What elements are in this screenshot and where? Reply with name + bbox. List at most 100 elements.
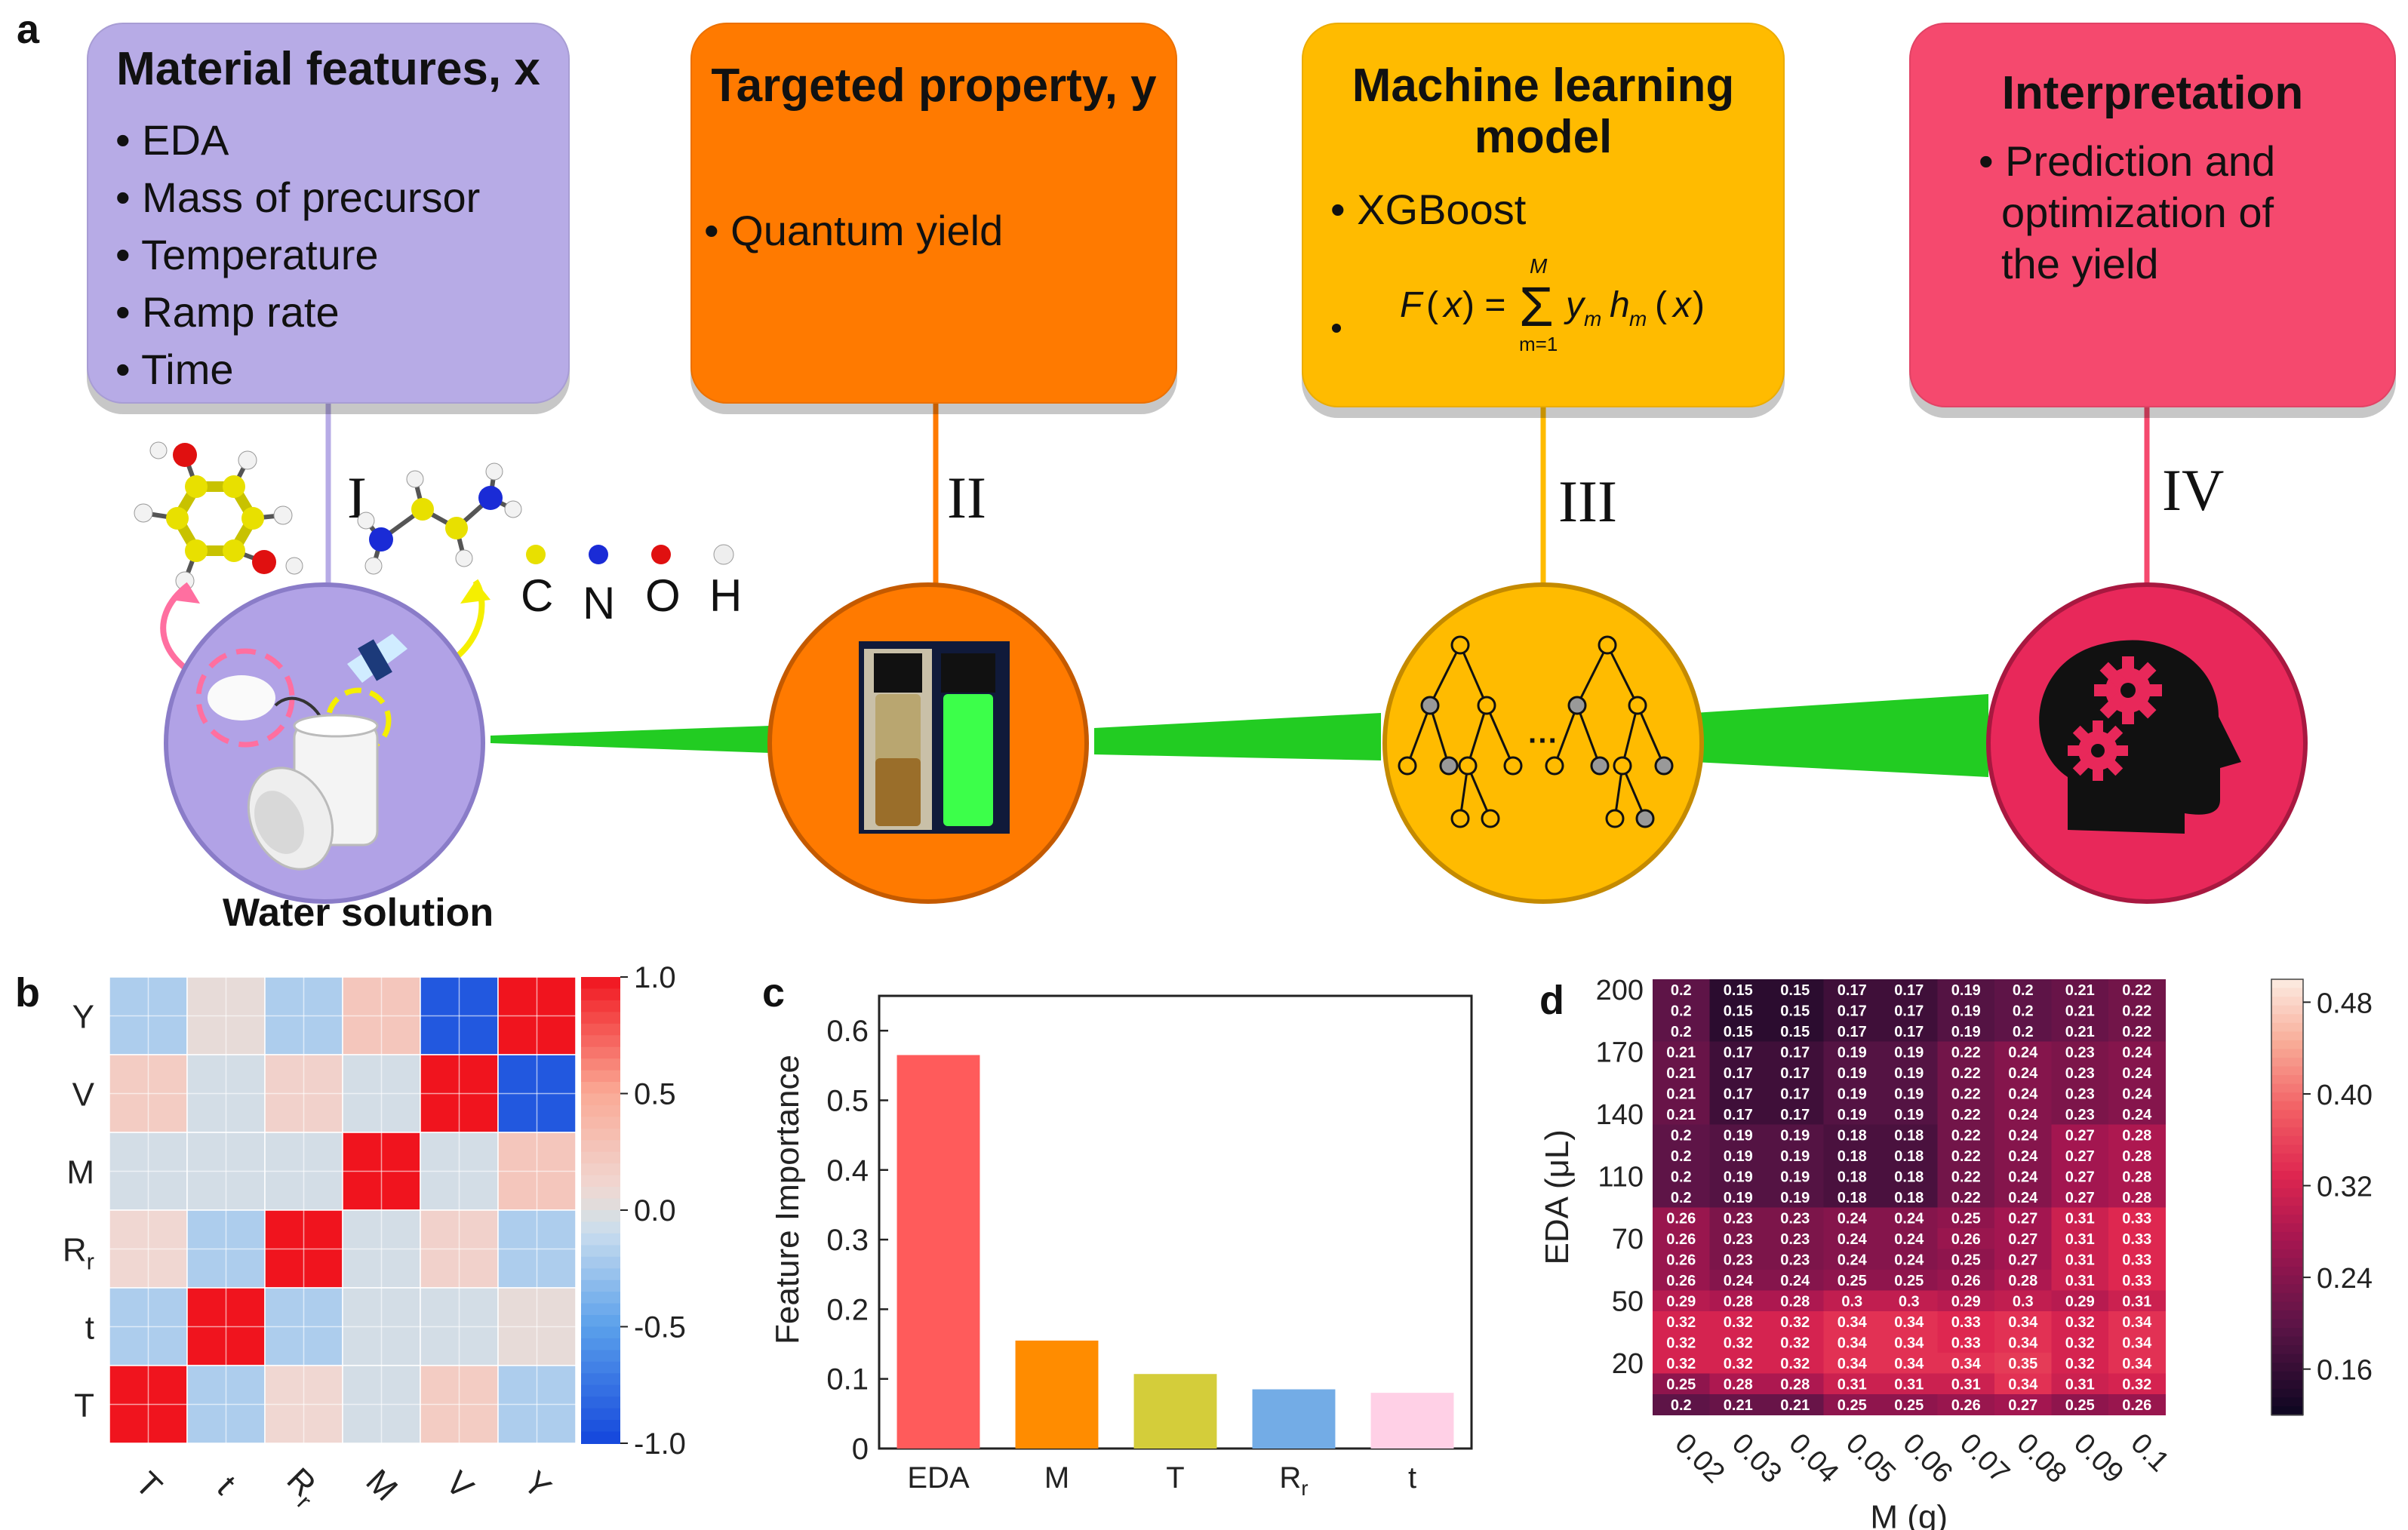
- formula-sum-top: M: [1530, 254, 1548, 278]
- formula-h-sub: m: [1629, 307, 1647, 330]
- cell-value-label: 0.26: [1666, 1210, 1696, 1227]
- cell-value-label: 0.27: [2008, 1231, 2037, 1248]
- x-tick-label: 0.02: [1668, 1427, 1730, 1489]
- cell-value-label: 0.2: [1671, 1397, 1692, 1414]
- atom-label-o: O: [645, 570, 681, 621]
- cell-value-label: 0.17: [1780, 1065, 1810, 1082]
- heatmap-cell: [2051, 1041, 2109, 1063]
- formula-lhs: F: [1400, 285, 1424, 325]
- formula-y-sub: m: [1584, 307, 1601, 330]
- heatmap-cell: [1881, 1373, 1938, 1395]
- colorbar-segment: [2271, 1022, 2303, 1033]
- heatmap-cell: [2108, 1373, 2166, 1395]
- cell-value-label: 0.28: [2008, 1273, 2037, 1289]
- formula-arg: x: [1442, 285, 1463, 325]
- box-title: Material features, x: [116, 43, 540, 95]
- colorbar-segment: [581, 1140, 620, 1153]
- colorbar-segment: [2271, 1049, 2303, 1058]
- heatmap-cell: [1709, 1332, 1767, 1353]
- cell-value-label: 0.2: [2013, 982, 2034, 999]
- heatmap-cell: [1653, 1166, 1710, 1187]
- y-tick-label: 0: [852, 1433, 869, 1466]
- green-connector-3: [1694, 694, 1988, 777]
- cell-value-label: 0.26: [2122, 1397, 2151, 1414]
- cell-value-label: 0.29: [1951, 1293, 1981, 1310]
- heatmap-cell: [1937, 1332, 1995, 1353]
- heatmap-cell: [1653, 1394, 1710, 1415]
- heatmap-cell: [1709, 1290, 1767, 1312]
- heatmap-cell: [1994, 1124, 2052, 1146]
- colorbar-segment: [2271, 1135, 2303, 1146]
- cell-value-label: 0.27: [2065, 1148, 2095, 1165]
- cell-value-label: 0.28: [2122, 1169, 2151, 1185]
- heatmap-cell: [1937, 1373, 1995, 1395]
- heatmap-cell: [1881, 1083, 1938, 1104]
- colorbar-segment: [2271, 1162, 2303, 1172]
- heatmap-cell: [1767, 1332, 1824, 1353]
- heatmap-cell: [1653, 1187, 1710, 1208]
- cell-value-label: 0.21: [2065, 1024, 2095, 1040]
- y-axis-label: Feature Importance: [769, 1055, 806, 1344]
- heatmap-cell: [1709, 1124, 1767, 1146]
- col-tick-label: Y: [516, 1464, 558, 1506]
- colorbar-segment: [2271, 1371, 2303, 1381]
- colorbar-segment: [2271, 1301, 2303, 1311]
- colorbar-segment: [581, 1210, 620, 1223]
- cell-value-label: 0.32: [1666, 1314, 1696, 1331]
- cell-value-label: 0.28: [1724, 1376, 1753, 1393]
- cell-value-label: 0.32: [2122, 1376, 2151, 1393]
- heatmap-cell: [1994, 1207, 2052, 1229]
- cell-value-label: 0.17: [1894, 982, 1924, 999]
- atom-dot-o: [651, 545, 671, 564]
- cell-value-label: 0.17: [1724, 1107, 1753, 1123]
- list-item: EDA: [115, 112, 480, 169]
- box-title-line2: model: [1474, 111, 1613, 163]
- cell-value-label: 0.23: [1780, 1252, 1810, 1268]
- formula-sum-bottom: m=1: [1519, 333, 1558, 355]
- heatmap-cell: [1937, 1124, 1995, 1146]
- colorbar-segment: [2271, 1083, 2303, 1094]
- colorbar-segment: [581, 1280, 620, 1293]
- list-item: Quantum yield: [704, 202, 1003, 260]
- heatmap-cell: [1937, 1104, 1995, 1125]
- box-title: Interpretation: [2001, 67, 2304, 119]
- cell-value-label: 0.28: [2122, 1127, 2151, 1144]
- model-list: XGBoost: [1330, 181, 1526, 238]
- colorbar-segment: [2271, 1275, 2303, 1286]
- tree-ellipsis: ···: [1528, 724, 1558, 757]
- heatmap-cell: [1709, 1353, 1767, 1374]
- colorbar-segment: [2271, 1223, 2303, 1233]
- colorbar-segment: [2271, 1127, 2303, 1137]
- cell-value-label: 0.26: [1666, 1231, 1696, 1248]
- cell-value-label: 0.19: [1894, 1065, 1924, 1082]
- colorbar-segment: [581, 1163, 620, 1176]
- atom-dot-c: [526, 545, 546, 564]
- heatmap-cell: [2051, 1394, 2109, 1415]
- colorbar-segment: [2271, 1249, 2303, 1259]
- heatmap-cell: [1767, 1187, 1824, 1208]
- ml-model-box: Machine learning model XGBoost F ( x ) =…: [1302, 23, 1785, 407]
- cell-value-label: 0.33: [2122, 1273, 2151, 1289]
- heatmap-cell: [2108, 1353, 2166, 1374]
- cell-value-label: 0.17: [1724, 1086, 1753, 1102]
- list-item: Temperature: [115, 226, 480, 284]
- heatmap-cell: [2108, 1270, 2166, 1291]
- cell-value-label: 0.3: [1899, 1293, 1920, 1310]
- x-tick-label: M: [1044, 1461, 1069, 1495]
- heatmap-cell: [1994, 1062, 2052, 1083]
- cell-value-label: 0.21: [1724, 1397, 1753, 1414]
- heatmap-cell: [1653, 1311, 1710, 1332]
- cell-value-label: 0.19: [1838, 1065, 1867, 1082]
- heatmap-cell: [1881, 1290, 1938, 1312]
- atom-label-n: N: [583, 578, 616, 628]
- cell-value-label: 0.21: [1780, 1397, 1810, 1414]
- colorbar-segment: [581, 1350, 620, 1363]
- cell-value-label: 0.19: [1780, 1127, 1810, 1144]
- colorbar-segment: [2271, 1075, 2303, 1085]
- cell-value-label: 0.24: [1838, 1210, 1868, 1227]
- colorbar-segment: [581, 1408, 620, 1421]
- cell-value-label: 0.2: [1671, 1190, 1692, 1206]
- heatmap-cell: [1653, 1124, 1710, 1146]
- heatmap-cell: [1823, 1249, 1881, 1270]
